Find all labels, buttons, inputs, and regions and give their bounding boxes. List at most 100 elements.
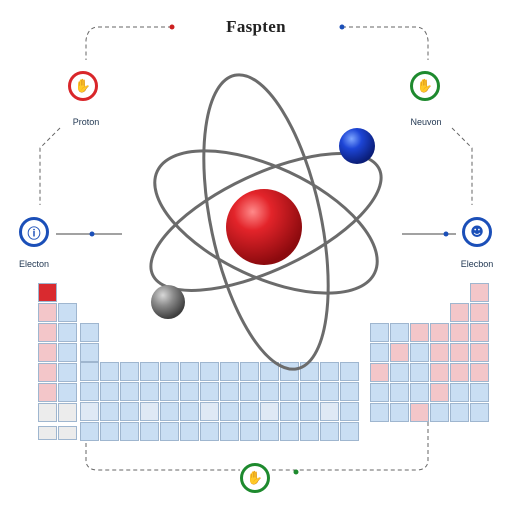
table-cell [120, 382, 139, 401]
table-cell [280, 382, 299, 401]
table-cell [320, 402, 339, 421]
table-cell [430, 403, 449, 422]
table-cell [220, 382, 239, 401]
table-cell [390, 323, 409, 342]
table-cell [390, 363, 409, 382]
table-cell [410, 323, 429, 342]
orbit-tilted [153, 149, 379, 295]
table-cell [470, 343, 489, 362]
table-cell [58, 363, 77, 382]
nucleus [226, 189, 302, 265]
table-cell [260, 362, 279, 381]
table-cell [80, 323, 99, 342]
table-cell [470, 323, 489, 342]
table-cell [58, 323, 77, 342]
table-cell [120, 402, 139, 421]
table-cell [58, 303, 77, 322]
table-cell [58, 403, 77, 422]
table-cell [220, 402, 239, 421]
table-cell [370, 363, 389, 382]
neutron-icon: ✋ [410, 71, 440, 101]
table-cell [260, 382, 279, 401]
table-cell [80, 362, 99, 381]
table-cell [180, 422, 199, 441]
table-cell [38, 426, 57, 440]
table-cell [200, 402, 219, 421]
table-cell [300, 382, 319, 401]
table-cell [470, 303, 489, 322]
table-cell [470, 283, 489, 302]
table-cell [58, 343, 77, 362]
table-cell [300, 402, 319, 421]
table-cell [430, 383, 449, 402]
table-cell [100, 402, 119, 421]
table-cell [100, 422, 119, 441]
table-cell [120, 422, 139, 441]
proton-label: Proton [72, 117, 100, 127]
table-cell [100, 362, 119, 381]
table-cell [80, 382, 99, 401]
table-cell [390, 383, 409, 402]
table-cell [320, 382, 339, 401]
table-cell [410, 403, 429, 422]
table-cell [430, 343, 449, 362]
table-cell [58, 383, 77, 402]
electron-blue [339, 128, 375, 164]
table-cell [450, 303, 469, 322]
table-cell [470, 403, 489, 422]
table-cell [390, 343, 409, 362]
table-cell [340, 382, 359, 401]
table-cell [160, 422, 179, 441]
orbit-vertical [202, 73, 330, 371]
table-cell [450, 343, 469, 362]
table-cell [320, 422, 339, 441]
table-cell [200, 382, 219, 401]
table-cell [160, 382, 179, 401]
table-cell [38, 303, 57, 322]
table-cell [38, 343, 57, 362]
orbit-diagonal [149, 152, 383, 292]
table-cell [450, 383, 469, 402]
table-cell [140, 362, 159, 381]
table-cell [390, 403, 409, 422]
table-cell [280, 402, 299, 421]
table-cell [38, 363, 57, 382]
table-cell [470, 383, 489, 402]
table-cell [320, 362, 339, 381]
table-cell [260, 422, 279, 441]
table-cell [180, 362, 199, 381]
bottom-hand-icon: ✋ [240, 463, 270, 493]
diagram-title: Faspten [226, 17, 286, 36]
table-cell [410, 383, 429, 402]
table-cell [260, 402, 279, 421]
table-cell [240, 402, 259, 421]
table-cell [430, 363, 449, 382]
table-cell [38, 283, 57, 302]
table-cell [38, 403, 57, 422]
table-cell [370, 403, 389, 422]
table-cell [220, 362, 239, 381]
table-cell [430, 323, 449, 342]
table-cell [370, 383, 389, 402]
table-cell [220, 422, 239, 441]
table-cell [340, 362, 359, 381]
table-cell [370, 323, 389, 342]
table-cell [120, 362, 139, 381]
table-cell [38, 383, 57, 402]
table-cell [410, 343, 429, 362]
proton-icon: ✋ [68, 71, 98, 101]
table-cell [410, 363, 429, 382]
table-cell [340, 422, 359, 441]
table-cell [100, 382, 119, 401]
table-cell [280, 422, 299, 441]
table-cell [80, 343, 99, 362]
table-cell [80, 402, 99, 421]
table-cell [38, 323, 57, 342]
table-cell [58, 426, 77, 440]
table-cell [340, 402, 359, 421]
electron-left-icon: ⓘ [19, 217, 49, 247]
table-cell [470, 363, 489, 382]
electron-left-label: Electon [18, 259, 50, 269]
